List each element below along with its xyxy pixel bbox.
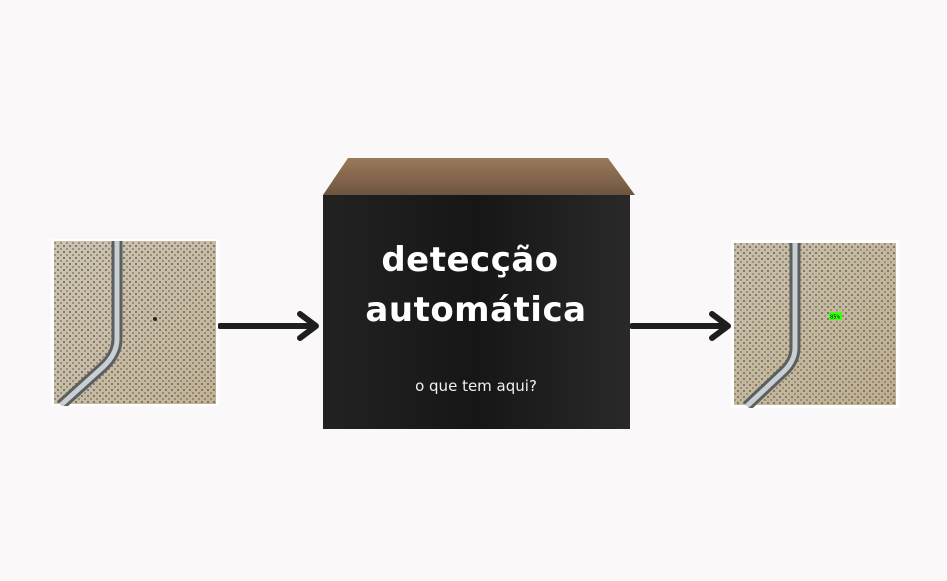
detection-label: 85% bbox=[830, 315, 841, 321]
arrow-right-icon bbox=[218, 311, 319, 341]
arrow-right-icon bbox=[630, 311, 731, 341]
box-top-face bbox=[323, 158, 635, 195]
box-title-line-2: automática bbox=[365, 290, 587, 330]
box-subtitle: o que tem aqui? bbox=[415, 377, 537, 395]
box-title-line-1: detecção bbox=[381, 240, 559, 280]
detection-box: 85% bbox=[829, 312, 842, 321]
box-front-face bbox=[323, 195, 630, 429]
input-image bbox=[51, 239, 219, 406]
black-box bbox=[323, 158, 635, 429]
output-image: 85% bbox=[731, 240, 899, 408]
